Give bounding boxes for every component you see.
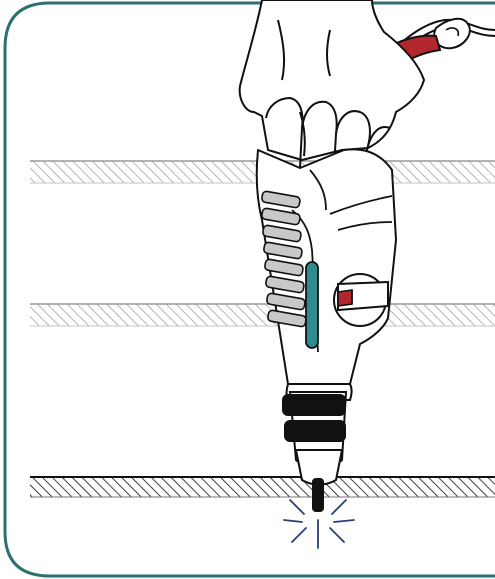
drill-vent-slot [306, 262, 318, 348]
floor-surface [30, 477, 495, 497]
hatched-layer-middle [30, 304, 495, 326]
drill-icon [257, 149, 396, 512]
drill-bit [312, 478, 324, 512]
drill-mode-knob [334, 274, 388, 326]
drill-chuck [282, 392, 346, 485]
